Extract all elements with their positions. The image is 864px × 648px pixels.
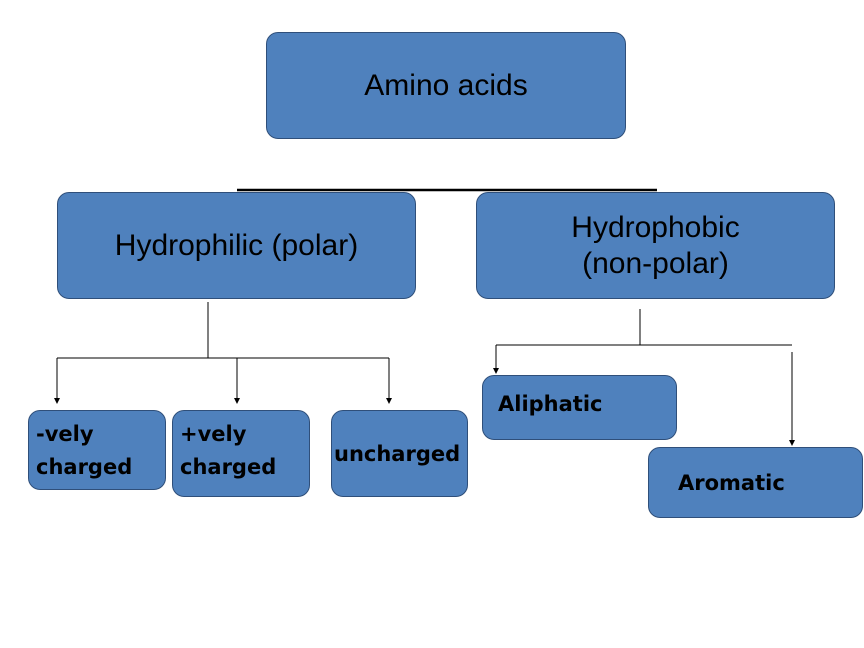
positively-charged-label-line2: charged — [180, 455, 277, 479]
hydrophobic-node-label-line1: Hydrophobic — [571, 210, 740, 244]
aromatic-node-box: Aromatic — [648, 447, 863, 518]
positively-charged-node-box: +vely charged — [172, 410, 310, 497]
root-node-label: Amino acids — [364, 68, 528, 102]
hydrophobic-node-box: Hydrophobic (non-polar) — [476, 192, 835, 299]
aliphatic-label: Aliphatic — [498, 392, 603, 416]
hydrophilic-node-label: Hydrophilic (polar) — [114, 228, 359, 262]
root-node-box: Amino acids — [266, 32, 626, 139]
negatively-charged-label-line1: -vely — [36, 422, 94, 446]
aliphatic-node-box: Aliphatic — [482, 375, 677, 440]
negatively-charged-node-box: -vely charged — [28, 410, 166, 490]
positively-charged-label-line1: +vely — [180, 422, 247, 446]
negatively-charged-label-line2: charged — [36, 455, 133, 479]
hydrophilic-node-box: Hydrophilic (polar) — [57, 192, 416, 299]
hydrophobic-node-label-line2: (non-polar) — [582, 246, 729, 280]
uncharged-label: uncharged — [334, 442, 461, 466]
uncharged-node-box: uncharged — [331, 410, 468, 497]
aromatic-label: Aromatic — [678, 471, 785, 495]
